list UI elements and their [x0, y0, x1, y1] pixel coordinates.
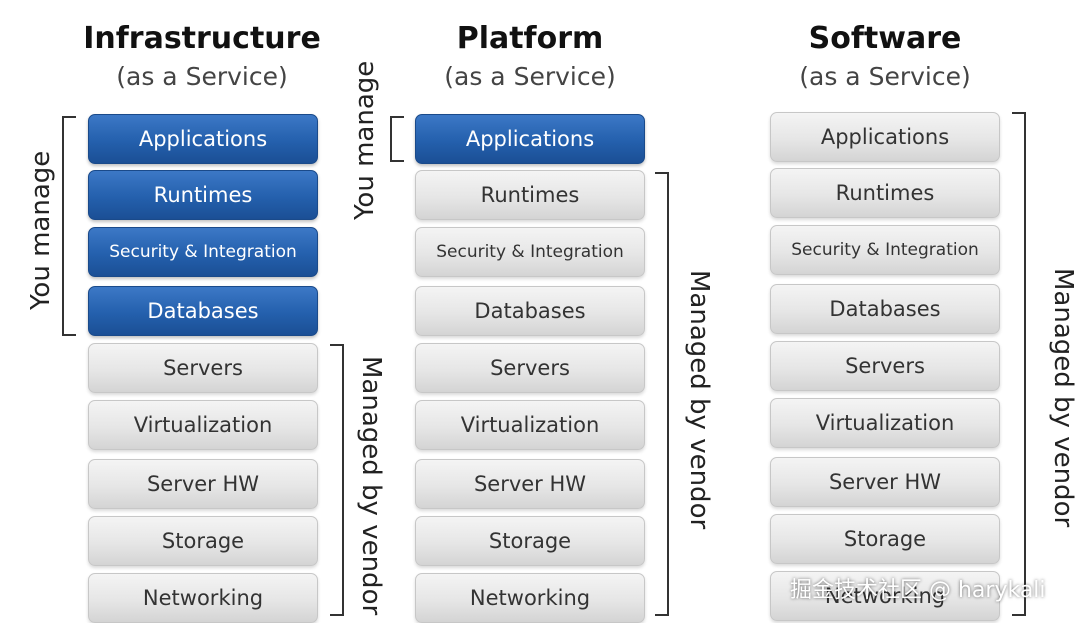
layer-server-hw: Server HW [770, 457, 1000, 507]
paas-title: Platform [456, 21, 604, 56]
iaas-you-manage-label: You manage [26, 150, 56, 310]
layer-runtimes: Runtimes [88, 170, 318, 220]
iaas-you-manage-brace [62, 116, 76, 336]
iaas-subtitle: (as a Service) [116, 62, 288, 91]
paas-you-manage-brace [390, 116, 404, 162]
layer-databases: Databases [415, 286, 645, 336]
layer-server-hw: Server HW [415, 459, 645, 509]
layer-storage: Storage [88, 516, 318, 566]
layer-virtualization: Virtualization [88, 400, 318, 450]
paas-vendor-brace [655, 172, 669, 616]
layer-runtimes: Runtimes [415, 170, 645, 220]
layer-networking: Networking [88, 573, 318, 623]
iaas-vendor-label: Managed by vendor [356, 356, 386, 616]
layer-server-hw: Server HW [88, 459, 318, 509]
layer-databases: Databases [770, 284, 1000, 334]
layer-servers: Servers [770, 341, 1000, 391]
layer-storage: Storage [415, 516, 645, 566]
layer-applications: Applications [415, 114, 645, 164]
layer-virtualization: Virtualization [770, 398, 1000, 448]
layer-security-integration: Security & Integration [88, 227, 318, 277]
watermark: 掘金技术社区 @ harykali [790, 578, 1046, 603]
paas-you-manage-label: You manage [350, 60, 380, 220]
layer-servers: Servers [88, 343, 318, 393]
saas-vendor-label: Managed by vendor [1048, 268, 1078, 528]
paas-subtitle: (as a Service) [444, 62, 616, 91]
layer-networking: Networking [415, 573, 645, 623]
saas-title: Software [808, 21, 962, 56]
layer-databases: Databases [88, 286, 318, 336]
saas-vendor-brace [1012, 112, 1026, 616]
layer-storage: Storage [770, 514, 1000, 564]
paas-vendor-label: Managed by vendor [684, 270, 714, 530]
layer-runtimes: Runtimes [770, 168, 1000, 218]
iaas-vendor-brace [330, 344, 344, 616]
layer-security-integration: Security & Integration [770, 225, 1000, 275]
layer-virtualization: Virtualization [415, 400, 645, 450]
saas-subtitle: (as a Service) [799, 62, 971, 91]
layer-security-integration: Security & Integration [415, 227, 645, 277]
layer-servers: Servers [415, 343, 645, 393]
layer-applications: Applications [88, 114, 318, 164]
iaas-title: Infrastructure [83, 21, 321, 56]
layer-applications: Applications [770, 112, 1000, 162]
